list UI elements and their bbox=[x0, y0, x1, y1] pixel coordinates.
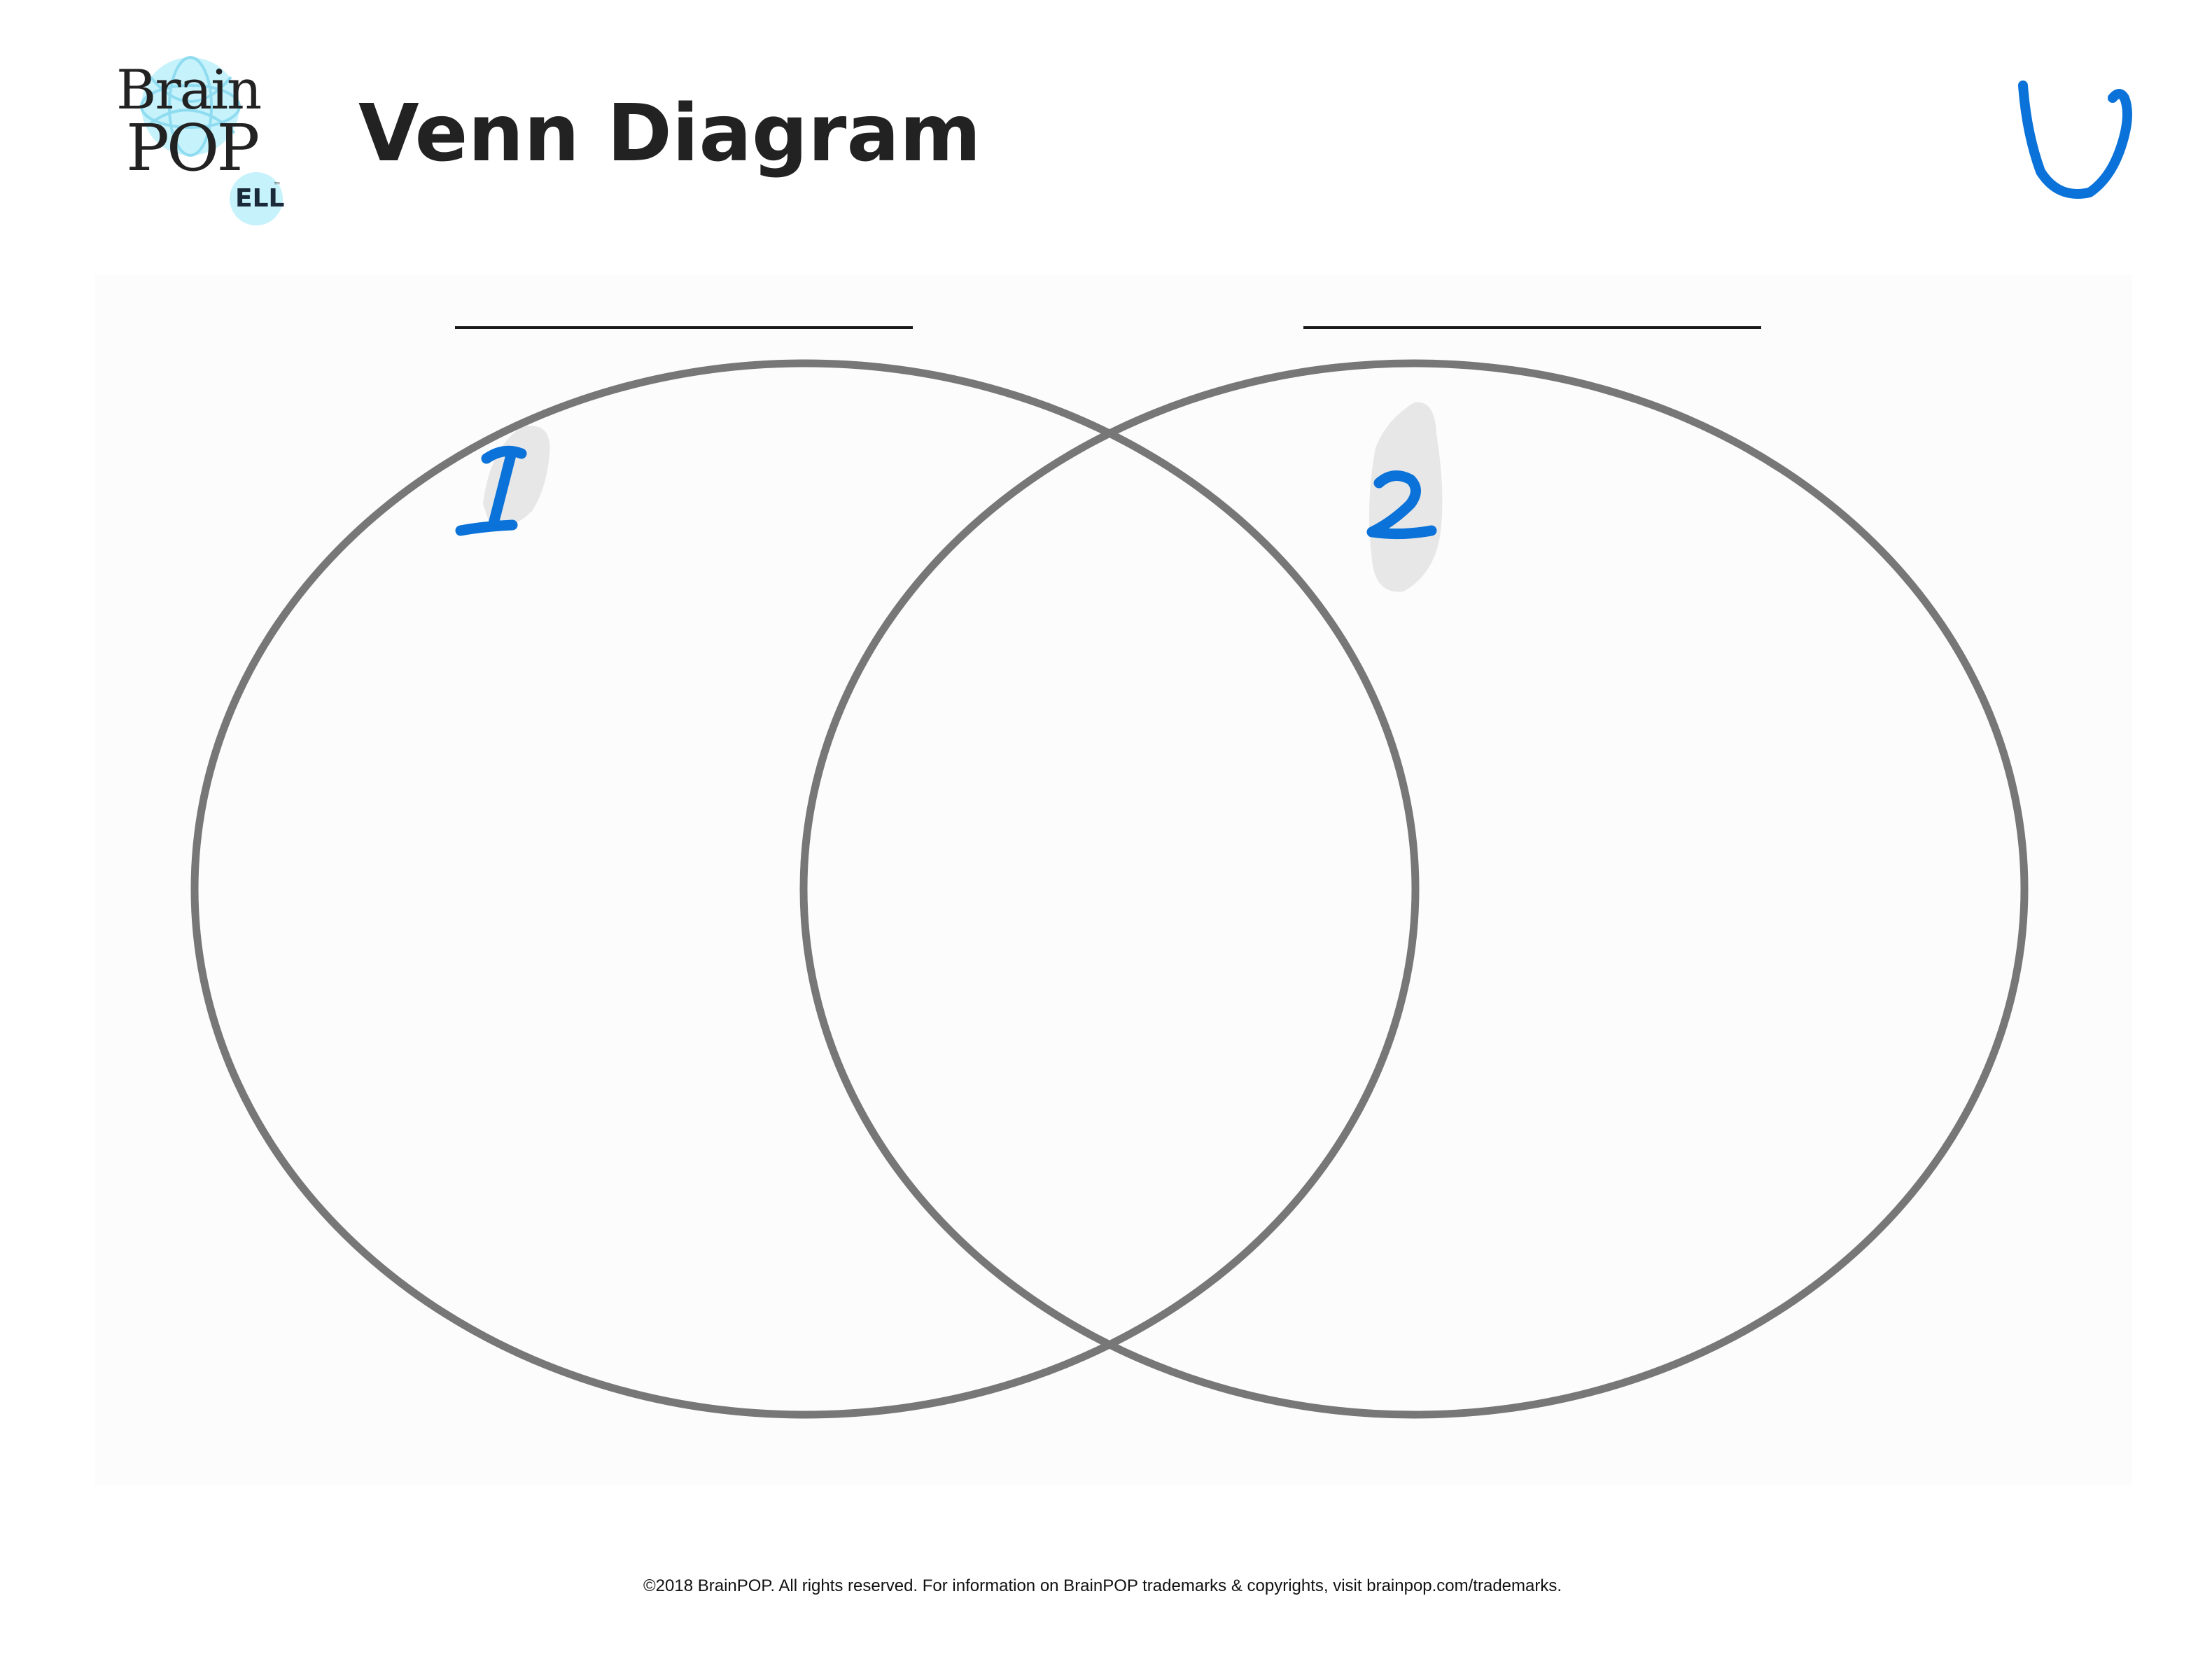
left-circle-heading-line[interactable] bbox=[455, 326, 913, 329]
brainpop-ell-logo: Brain POP ELL ™ bbox=[98, 49, 308, 238]
logo-globe-graphic bbox=[140, 56, 283, 225]
eraser-smudge-right bbox=[1369, 402, 1443, 592]
corner-u-mark bbox=[2018, 80, 2132, 199]
handwritten-number-2 bbox=[1366, 470, 1437, 540]
logo-trademark: ™ bbox=[273, 181, 281, 190]
right-circle bbox=[799, 359, 2029, 1419]
page-title: Venn Diagram bbox=[358, 88, 981, 179]
right-circle-heading-line[interactable] bbox=[1303, 326, 1761, 329]
logo-ell-text: ELL bbox=[235, 184, 285, 213]
copyright-footer: ©2018 BrainPOP. All rights reserved. For… bbox=[643, 1576, 1562, 1595]
left-circle bbox=[190, 359, 1420, 1419]
handwritten-number-1 bbox=[455, 445, 527, 536]
logo-pop-text: POP bbox=[126, 111, 260, 186]
logo-brain-text: Brain bbox=[116, 59, 262, 122]
